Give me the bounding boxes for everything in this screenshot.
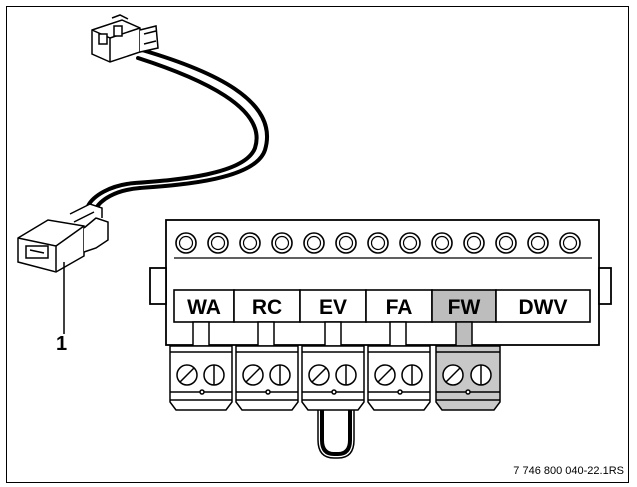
label-box-wa: [173, 289, 235, 323]
callout-number: 1: [56, 333, 67, 355]
terminal-block-fa: [367, 345, 431, 411]
terminal-label-wa: WA: [187, 296, 221, 319]
label-box-dwv: [495, 289, 591, 323]
reference-code: 7 746 800 040-22.1RS: [513, 465, 624, 477]
jumper-wire: [320, 410, 352, 456]
bottom-plug: [17, 203, 109, 273]
terminal-block-ev: [301, 345, 365, 411]
label-box-fa: [365, 289, 433, 323]
terminal-label-fw: FW: [448, 296, 481, 319]
cable-pair: [86, 48, 269, 212]
terminal-label-dwv: DWV: [519, 296, 568, 319]
screw-hole-row: [175, 232, 581, 254]
terminal-label-rc: RC: [252, 296, 282, 319]
terminal-block-wa: [169, 345, 233, 411]
top-plug: [91, 14, 159, 63]
terminal-block-fw: [435, 345, 501, 411]
terminal-label-ev: EV: [319, 296, 347, 319]
terminal-block-rc: [235, 345, 299, 411]
terminal-label-fa: FA: [386, 296, 413, 319]
label-box-ev: [299, 289, 367, 323]
terminal-labels: WA RC EV FA FW DWV: [187, 296, 567, 319]
